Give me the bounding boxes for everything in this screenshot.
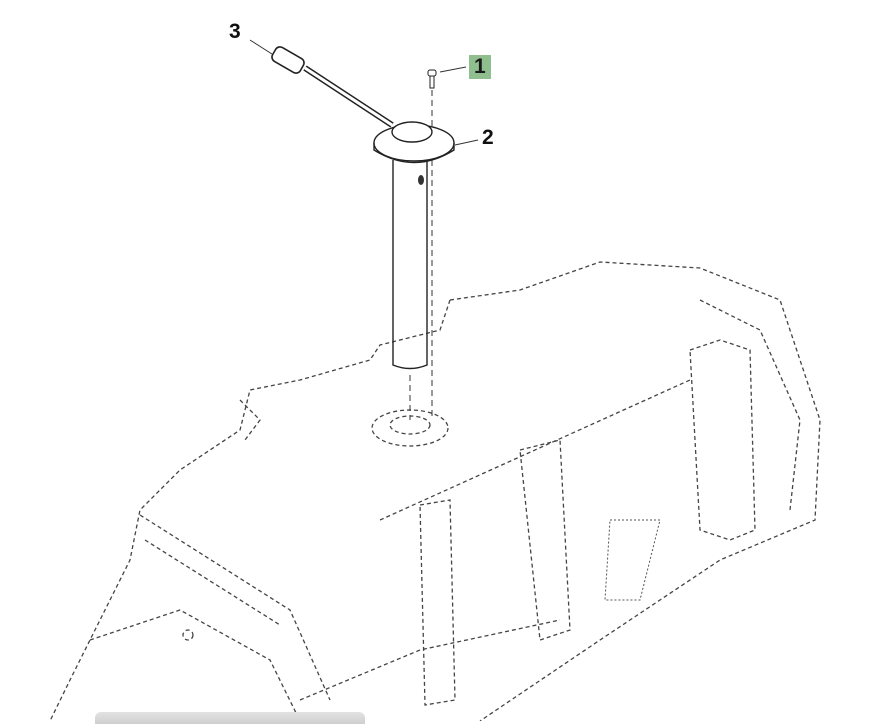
leader-lines xyxy=(249,39,479,146)
callout-3[interactable]: 3 xyxy=(229,20,241,43)
callout-2[interactable]: 2 xyxy=(482,126,494,149)
screw-icon xyxy=(427,69,437,89)
fuel-tank-outline xyxy=(49,261,821,721)
sender-tube xyxy=(373,90,455,420)
overlay-shadow xyxy=(95,712,365,724)
callout-1-highlighted[interactable]: 1 xyxy=(469,55,491,79)
harness-cable xyxy=(271,46,394,128)
